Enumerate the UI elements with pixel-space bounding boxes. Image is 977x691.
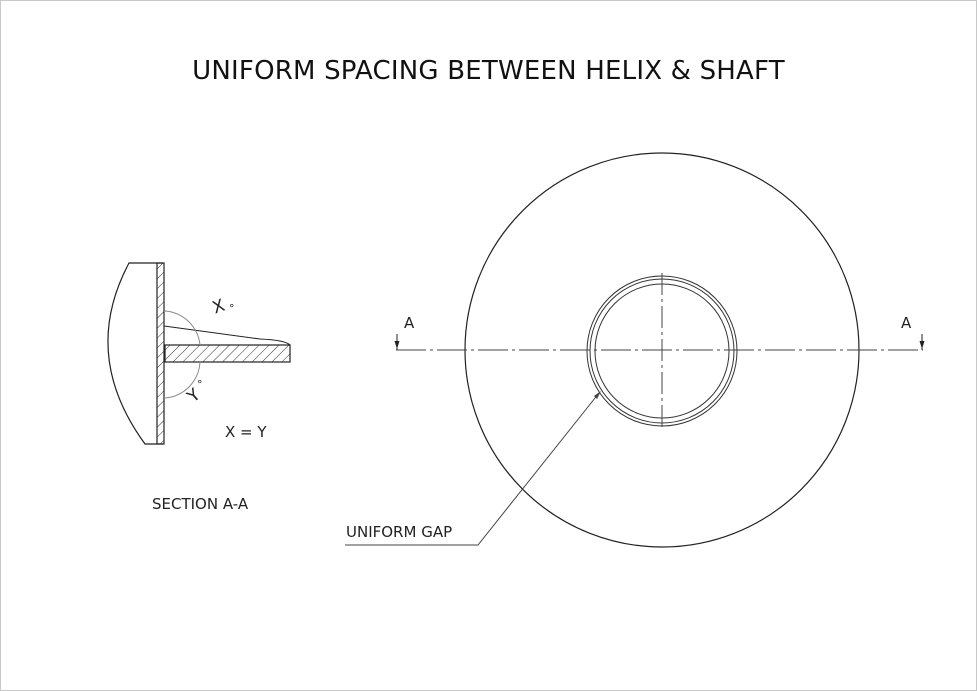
section-arrow-left [394, 341, 400, 349]
helix-plate [164, 344, 291, 363]
helix-profile [107, 262, 163, 445]
section-marker-right: A [901, 314, 912, 332]
uniform-gap-leader [345, 392, 600, 546]
angle-x-degree: ° [229, 302, 235, 315]
angle-y-degree: ° [197, 378, 203, 391]
uniform-gap-label: UNIFORM GAP [346, 523, 453, 541]
equation-label: X = Y [225, 423, 267, 441]
angle-x-arc [164, 310, 201, 346]
section-marker-left: A [404, 314, 415, 332]
drawing-title: UNIFORM SPACING BETWEEN HELIX & SHAFT [192, 56, 785, 86]
section-view [107, 262, 291, 445]
taper-line [163, 325, 291, 346]
angle-y-arc [164, 361, 201, 399]
section-caption: SECTION A-A [152, 495, 249, 513]
shaft-wall [156, 262, 165, 445]
section-arrow-right [919, 341, 925, 349]
plan-view [345, 152, 925, 548]
